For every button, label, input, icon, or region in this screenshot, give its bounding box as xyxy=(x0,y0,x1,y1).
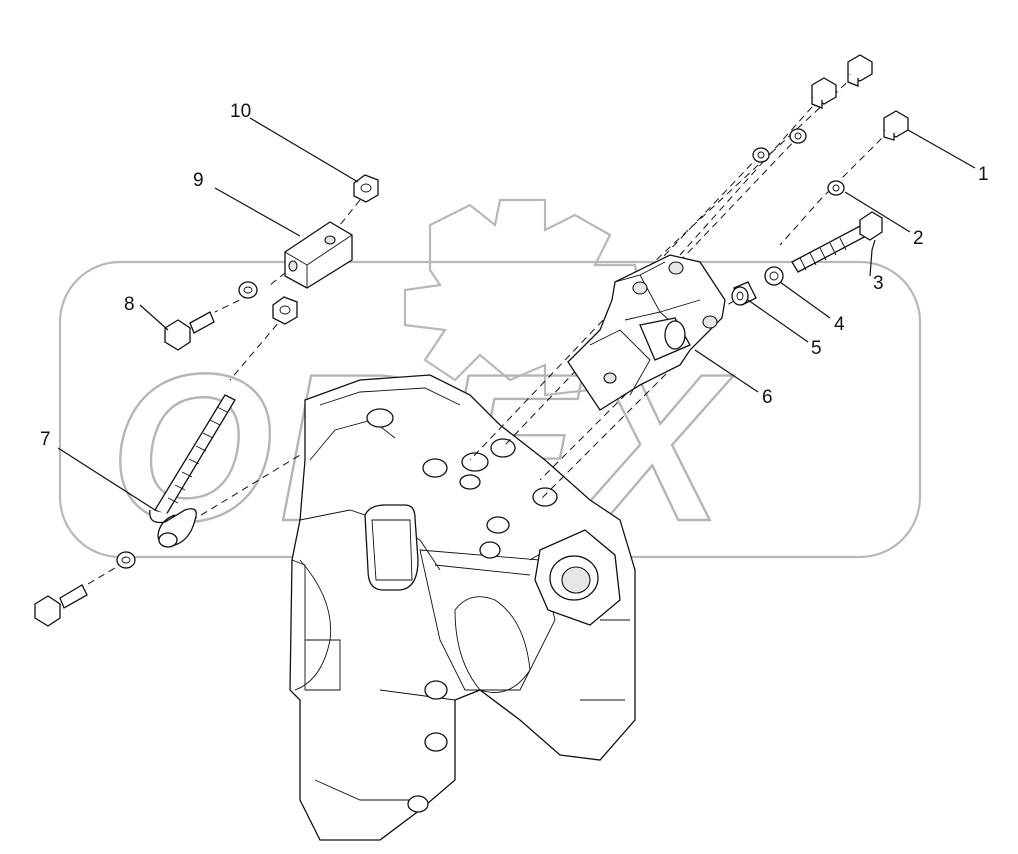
part-5-bushing xyxy=(731,281,757,306)
part-7-tie-rod xyxy=(149,394,236,548)
part-9-block xyxy=(284,221,353,289)
callout-9: 9 xyxy=(193,170,204,191)
housing-bore-flange xyxy=(534,529,621,626)
callout-4: 4 xyxy=(834,314,845,335)
timing-housing xyxy=(289,374,636,841)
part-6-bracket xyxy=(567,254,726,411)
part-10-nut xyxy=(272,174,379,325)
callout-8: 8 xyxy=(124,294,135,315)
callout-2: 2 xyxy=(913,228,924,249)
housing-bosses xyxy=(366,408,558,813)
callout-5: 5 xyxy=(811,338,822,359)
callout-6: 6 xyxy=(762,387,773,408)
callout-labels: 1 2 3 4 5 6 7 8 9 10 xyxy=(40,101,989,450)
part-8-bolts xyxy=(34,311,215,627)
part-2-washers xyxy=(752,128,845,196)
part-4-washer xyxy=(764,266,784,286)
leader-lines xyxy=(57,117,976,511)
callout-3: 3 xyxy=(873,273,884,294)
rod-washers xyxy=(116,281,258,569)
callout-7: 7 xyxy=(40,429,51,450)
callout-10: 10 xyxy=(230,101,251,122)
part-3-long-bolt xyxy=(791,211,883,273)
part-1-bolts xyxy=(811,54,909,141)
callout-1: 1 xyxy=(978,164,989,185)
